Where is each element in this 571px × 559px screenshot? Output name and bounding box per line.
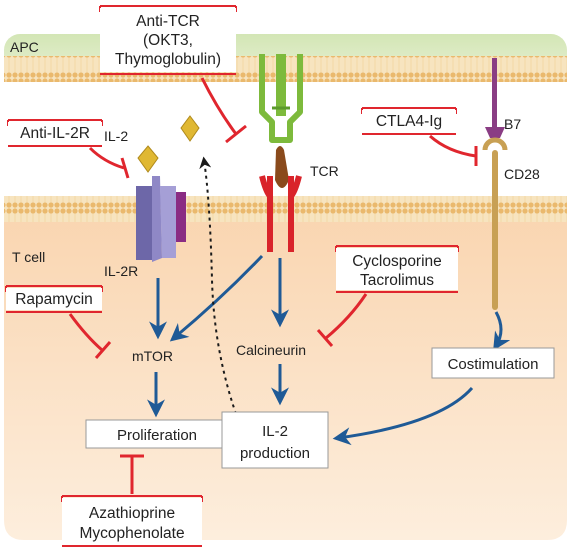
rapamycin-inhibition — [68, 313, 112, 359]
il2-diamond-bound — [137, 145, 159, 173]
azathioprine-mycophenolate-inhibition — [120, 454, 144, 494]
cyclosporine-label: Cyclosporine — [352, 253, 442, 270]
arrow-tcr-to-mtor — [169, 254, 264, 342]
arrow-costimulation-to-il2-production — [332, 387, 474, 446]
arrow-cd28-to-costimulation — [493, 311, 511, 351]
apc-label: APC — [10, 39, 39, 55]
anti-tcr-line-1: Anti-TCR — [136, 13, 200, 30]
rapamycin-drug: Rapamycin — [5, 285, 103, 313]
costimulation-label: Costimulation — [448, 356, 539, 373]
proliferation-box: Proliferation — [85, 419, 229, 449]
calcineurin-label: Calcineurin — [236, 342, 306, 358]
il2-label: IL-2 — [104, 128, 128, 144]
cd28-molecule — [482, 137, 508, 310]
costimulation-box: Costimulation — [431, 347, 555, 379]
azathioprine-mycophenolate-drug: Azathioprine Mycophenolate — [61, 495, 203, 547]
b7-label: B7 — [504, 116, 521, 132]
ctla4-ig-inhibition — [429, 134, 478, 166]
il2r-label: IL-2R — [104, 263, 138, 279]
il2r-receptor — [136, 176, 186, 262]
tacrolimus-label: Tacrolimus — [360, 272, 434, 289]
ctla4-ig-label: CTLA4-Ig — [376, 113, 442, 130]
azathioprine-label: Azathioprine — [89, 505, 175, 522]
mycophenolate-label: Mycophenolate — [79, 525, 184, 542]
anti-il2r-inhibition — [88, 146, 130, 179]
proliferation-label: Proliferation — [117, 427, 197, 444]
tcell-membrane — [4, 196, 567, 222]
b7-molecule — [485, 58, 505, 138]
mtor-label: mTOR — [132, 348, 173, 364]
tcr-label: TCR — [310, 163, 339, 179]
tcell-label: T cell — [12, 249, 45, 265]
cd28-label: CD28 — [504, 166, 540, 182]
anti-tcr-inhibition — [200, 77, 247, 144]
anti-il2r-label: Anti-IL-2R — [20, 125, 90, 142]
il2-production-box: IL-2 production — [221, 411, 329, 469]
rapamycin-label: Rapamycin — [15, 291, 93, 308]
il2-production-line-2: production — [240, 445, 310, 462]
ctla4-ig-drug: CTLA4-Ig — [361, 107, 457, 135]
anti-tcr-line-3: Thymoglobulin) — [115, 51, 221, 68]
anti-tcr-drug: Anti-TCR (OKT3, Thymoglobulin) — [99, 5, 237, 75]
tcr-complex — [259, 54, 303, 252]
cyclosporine-tacrolimus-inhibition — [316, 293, 368, 347]
cyclosporine-tacrolimus-drug: Cyclosporine Tacrolimus — [335, 245, 459, 293]
il2-diamond-free — [180, 115, 200, 142]
anti-tcr-line-2: (OKT3, — [143, 32, 193, 49]
anti-il2r-drug: Anti-IL-2R — [7, 119, 103, 147]
il2-production-line-1: IL-2 — [262, 423, 288, 440]
